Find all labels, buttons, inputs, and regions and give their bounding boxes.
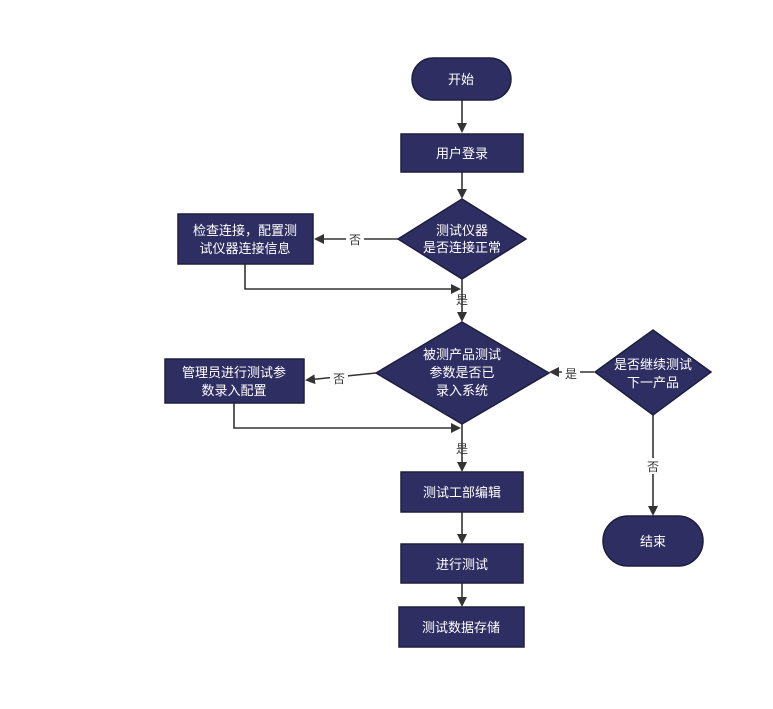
check-instrument-label-2: 是否连接正常 <box>423 240 501 256</box>
edge-label-continue-yes: 是 <box>565 367 577 381</box>
edge-label-continue-no: 否 <box>647 460 659 474</box>
edge-connection-return <box>244 264 461 294</box>
login-node <box>400 133 524 173</box>
params-entered-label-3: 录入系统 <box>436 384 488 399</box>
params-entered-label-1: 被测产品测试 <box>423 348 501 363</box>
end-label: 结束 <box>640 535 666 550</box>
check-instrument-label-1: 测试仪器 <box>436 224 488 239</box>
admin-entry-node <box>164 358 305 404</box>
store-node <box>398 606 525 648</box>
run-test-node <box>400 543 524 584</box>
params-entered-decision <box>374 321 551 425</box>
store-label: 测试数据存储 <box>422 621 500 636</box>
edge-label-params-yes: 是 <box>456 442 468 456</box>
start-node <box>411 57 512 101</box>
edge-label-check-yes: 是 <box>456 293 468 307</box>
continue-test-decision <box>593 329 713 416</box>
edge-label-params-no: 否 <box>333 372 345 386</box>
admin-entry-label-1: 管理员进行测试参 <box>182 365 286 381</box>
start-label: 开始 <box>448 73 474 88</box>
continue-test-label-2: 下一产品 <box>627 376 679 391</box>
edge-label-check-no: 否 <box>349 233 361 247</box>
check-instrument-decision <box>396 198 528 280</box>
continue-test-label-1: 是否继续测试 <box>614 358 692 373</box>
params-entered-label-2: 参数是否已 <box>429 365 494 381</box>
end-node <box>602 515 704 567</box>
admin-entry-label-2: 数录入配置 <box>201 384 266 399</box>
edit-node <box>400 471 524 513</box>
run-test-label: 进行测试 <box>436 558 488 573</box>
check-connection-node <box>177 213 314 265</box>
login-label: 用户登录 <box>436 146 488 162</box>
check-connection-label-2: 试仪器连接信息 <box>199 241 290 257</box>
edge-admin-return <box>233 403 461 433</box>
check-connection-label-1: 检查连接，配置测 <box>193 223 297 239</box>
edit-label: 测试工部编辑 <box>423 486 501 501</box>
